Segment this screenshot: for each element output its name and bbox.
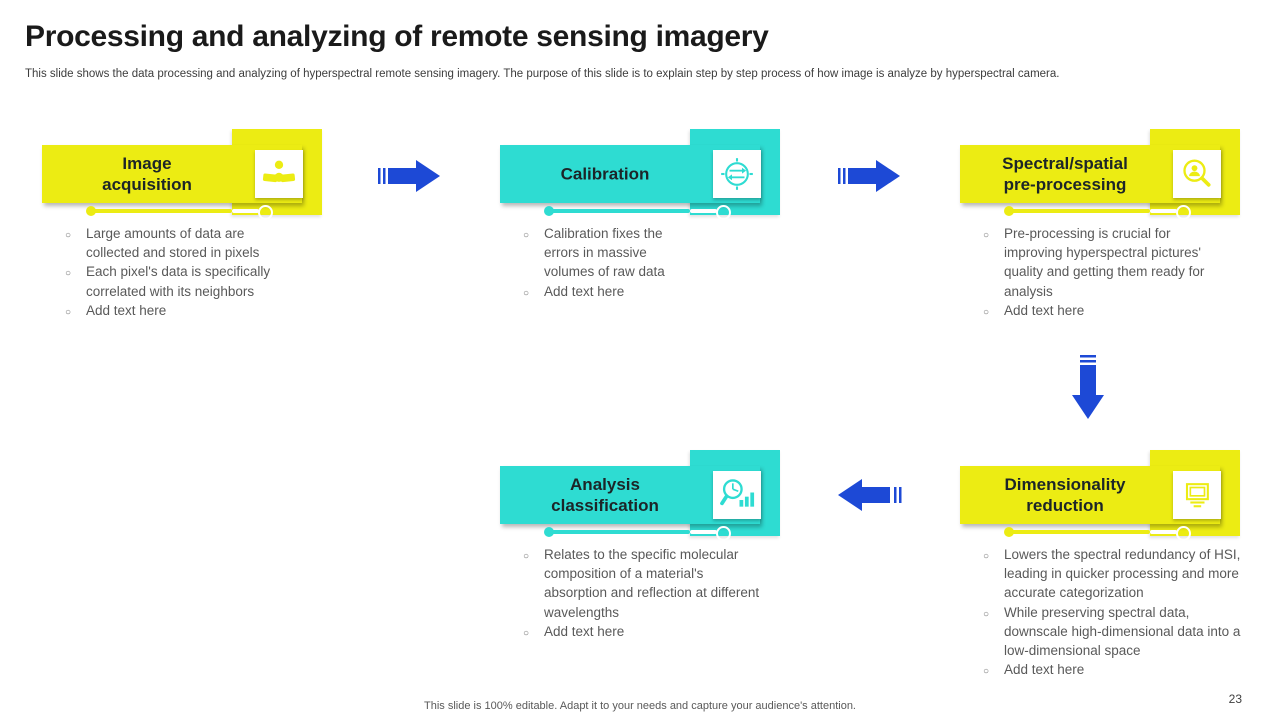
step-underline: [548, 209, 690, 213]
list-item: Add text here: [520, 282, 688, 303]
underline-dot: [1004, 206, 1014, 216]
step-underline-white: [690, 209, 717, 213]
underline-dot: [544, 527, 554, 537]
list-item: Relates to the specific molecular compos…: [520, 545, 768, 622]
underline-dot: [86, 206, 96, 216]
magnifier-chart-icon: [713, 471, 761, 519]
magnifier-person-icon: [1173, 150, 1221, 198]
bullet-list-calibration: Calibration fixes the errors in massive …: [520, 224, 688, 303]
step-title: Analysis classification: [551, 475, 659, 515]
list-item: Add text here: [520, 622, 768, 643]
list-item: While preserving spectral data, downscal…: [980, 603, 1252, 661]
page-title: Processing and analyzing of remote sensi…: [25, 20, 769, 53]
step-underline: [1008, 209, 1150, 213]
step-underline-white: [1150, 209, 1177, 213]
list-item: Pre-processing is crucial for improving …: [980, 224, 1205, 301]
bullet-list-spectral-spatial: Pre-processing is crucial for improving …: [980, 224, 1205, 322]
monitor-layers-icon: [1173, 471, 1221, 519]
bullet-list-dimensionality: Lowers the spectral redundancy of HSI, l…: [980, 545, 1252, 682]
list-item: Calibration fixes the errors in massive …: [520, 224, 688, 282]
list-item: Large amounts of data are collected and …: [62, 224, 294, 262]
step-title: Spectral/spatial pre-processing: [1002, 154, 1128, 194]
bullet-list-image-acquisition: Large amounts of data are collected and …: [62, 224, 294, 322]
step-dimensionality-reduction[interactable]: Dimensionality reduction: [960, 450, 1240, 542]
underline-ring: [1176, 205, 1191, 220]
step-image-acquisition[interactable]: Image acquisition: [42, 129, 322, 221]
handshake-icon: [255, 150, 303, 198]
flow-arrow-left-icon: [838, 477, 902, 518]
flow-arrow-down-icon: [1070, 355, 1106, 426]
list-item: Lowers the spectral redundancy of HSI, l…: [980, 545, 1252, 603]
step-title: Calibration: [560, 164, 650, 184]
step-underline: [90, 209, 232, 213]
step-underline-white: [690, 530, 717, 534]
page-subtitle: This slide shows the data processing and…: [25, 68, 1060, 80]
list-item: Each pixel's data is specifically correl…: [62, 262, 294, 300]
step-title: Dimensionality reduction: [1004, 475, 1126, 515]
flow-arrow-right-icon: [838, 158, 900, 199]
page-number: 23: [1228, 692, 1242, 706]
bullet-list-analysis: Relates to the specific molecular compos…: [520, 545, 768, 643]
underline-ring: [258, 205, 273, 220]
underline-ring: [1176, 526, 1191, 541]
step-spectral-spatial-pre-processing[interactable]: Spectral/spatial pre-processing: [960, 129, 1240, 221]
list-item: Add text here: [980, 301, 1205, 322]
underline-ring: [716, 205, 731, 220]
step-analysis-classification[interactable]: Analysis classification: [500, 450, 780, 542]
underline-dot: [544, 206, 554, 216]
step-title: Image acquisition: [102, 154, 192, 194]
underline-ring: [716, 526, 731, 541]
list-item: Add text here: [62, 301, 294, 322]
step-underline: [548, 530, 690, 534]
flow-arrow-right-icon: [378, 158, 440, 199]
step-underline-white: [232, 209, 259, 213]
step-calibration[interactable]: Calibration: [500, 129, 780, 221]
footer-note: This slide is 100% editable. Adapt it to…: [424, 700, 856, 712]
step-underline-white: [1150, 530, 1177, 534]
underline-dot: [1004, 527, 1014, 537]
calibration-dial-icon: [713, 150, 761, 198]
step-underline: [1008, 530, 1150, 534]
list-item: Add text here: [980, 660, 1252, 681]
